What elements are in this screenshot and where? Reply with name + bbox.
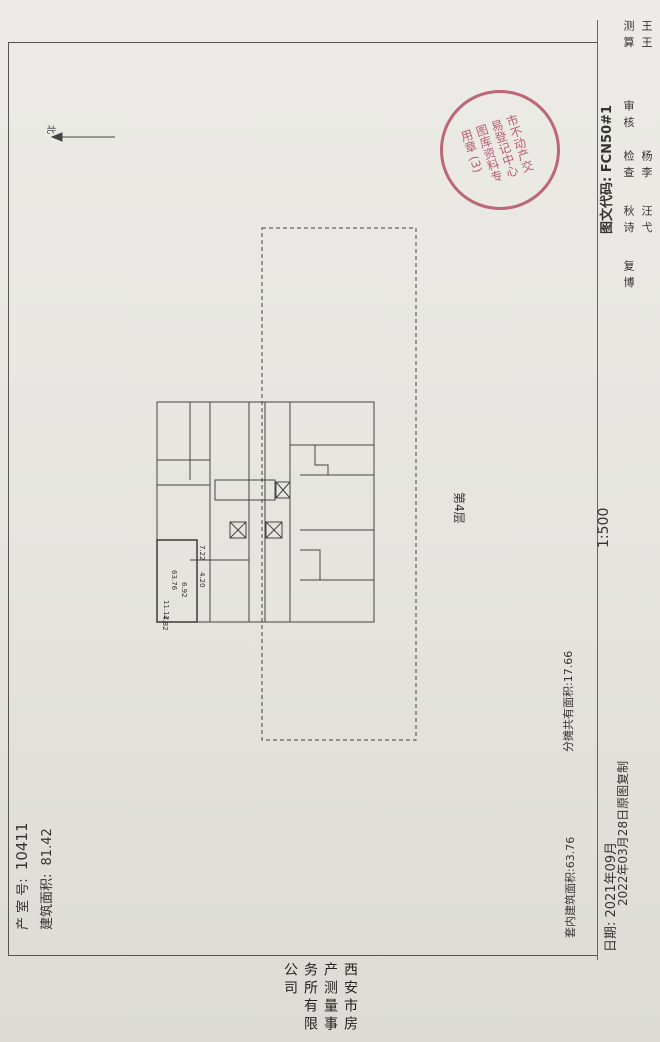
signature-label-6: 秋 诗	[622, 205, 635, 234]
title-block-divider	[597, 20, 598, 960]
dim-label-4: 4.82	[161, 615, 169, 631]
north-label: 北	[45, 125, 56, 134]
unit-block-right	[264, 401, 375, 623]
building-outline	[261, 227, 417, 741]
north-arrow-icon	[50, 132, 63, 142]
company-name: 西安市房产测量事务所有限公司	[282, 962, 358, 1034]
stair-core	[214, 479, 276, 501]
dim-label-2: 63.76	[170, 570, 178, 591]
signature-label-2: 王 王	[640, 20, 653, 49]
signature-label-3: 审 核	[622, 100, 635, 129]
elevator-left	[229, 521, 247, 539]
dim-label-6: 4.20	[198, 572, 206, 588]
signature-label-4: 检 查	[622, 150, 635, 179]
signature-label-1: 测 算	[622, 20, 635, 49]
dim-label-5: 7.22	[198, 545, 206, 561]
signature-label-7: 汪 弋	[640, 205, 653, 234]
floor-label: 第4层	[452, 492, 466, 524]
signature-label-8: 复 博	[622, 260, 635, 289]
highlighted-unit	[156, 539, 198, 623]
elevator-mid	[265, 521, 283, 539]
dim-label-1: 11.12	[162, 600, 170, 620]
signature-label-5: 杨 李	[640, 150, 653, 179]
dim-label-3: 6.92	[180, 582, 188, 598]
